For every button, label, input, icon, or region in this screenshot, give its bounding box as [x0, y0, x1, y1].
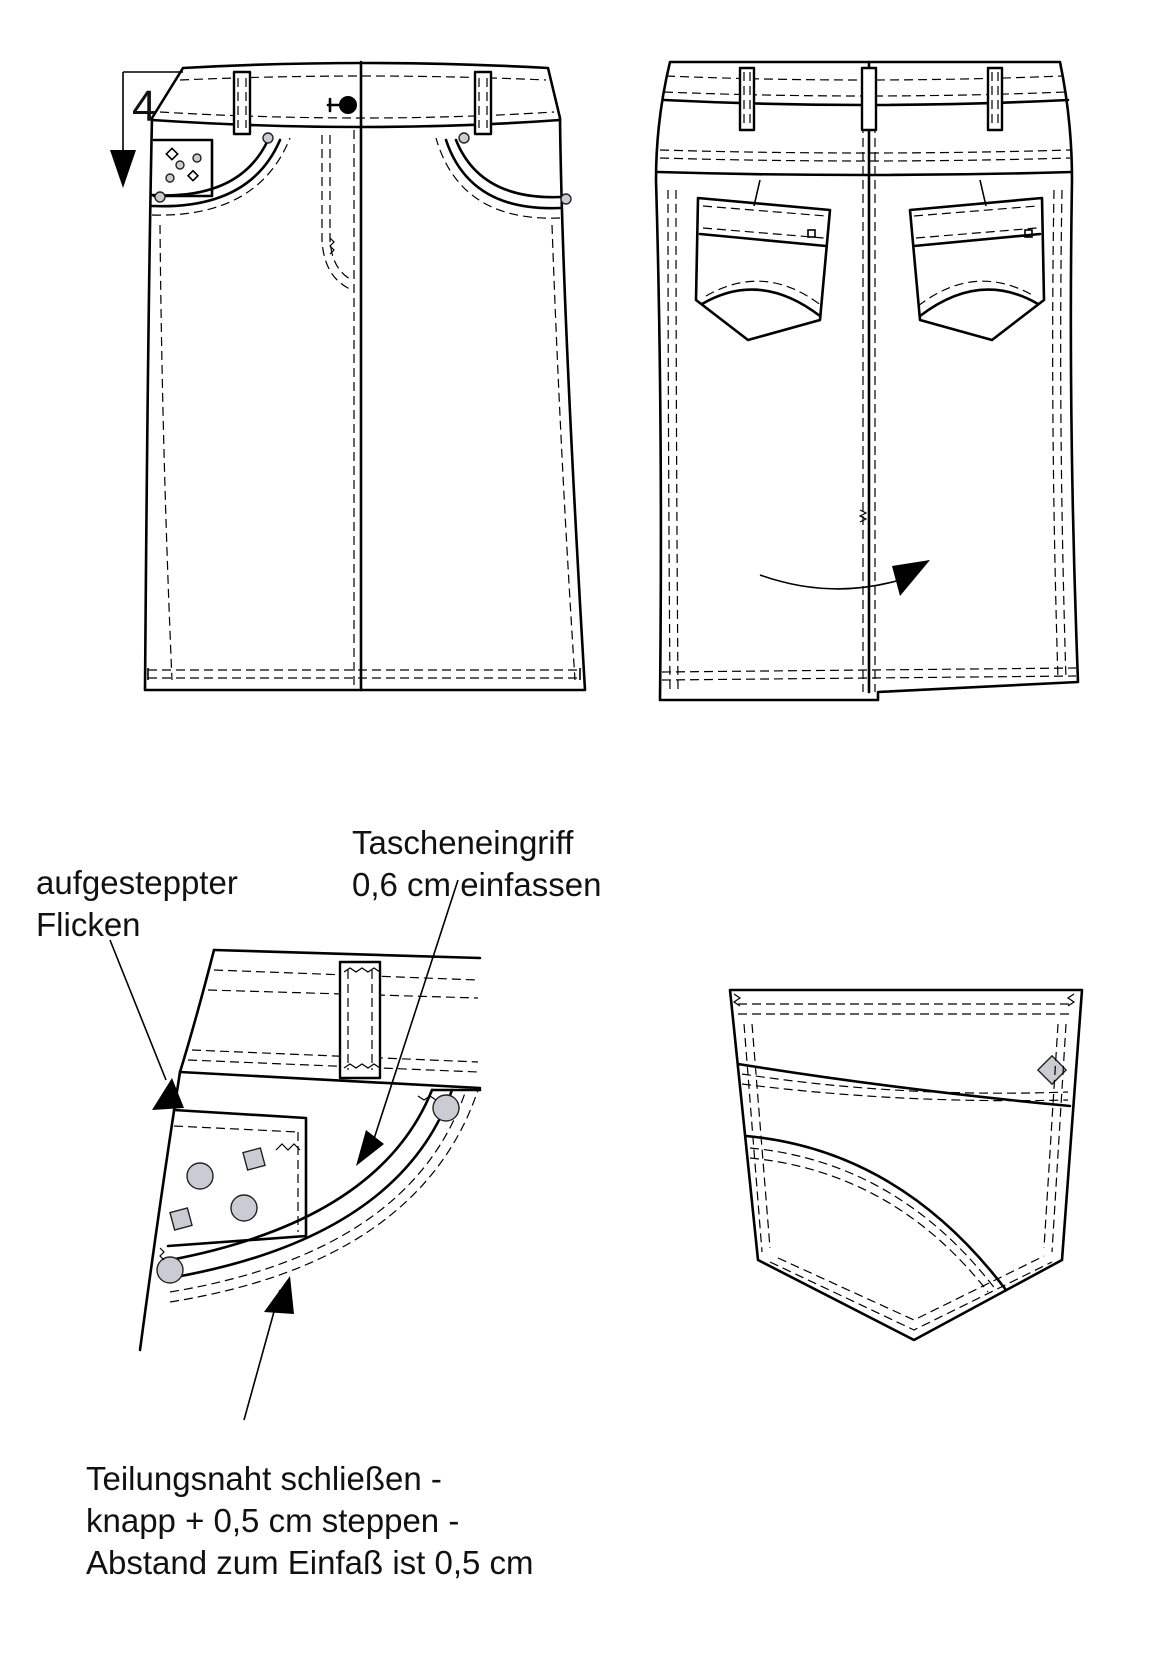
callout-seam: Teilungsnaht schließen - knapp + 0,5 cm … [86, 1458, 534, 1584]
skirt-front-view [110, 60, 587, 692]
back-pocket-detail [728, 988, 1084, 1342]
callout-patch-text: aufgesteppter Flicken [36, 864, 238, 943]
callout-pocket-opening-text: Tascheneingriff 0,6 cm einfassen [352, 824, 602, 903]
skirt-back-view [654, 60, 1080, 702]
measurement-label: 4 [132, 82, 157, 131]
callout-seam-text: Teilungsnaht schließen - knapp + 0,5 cm … [86, 1460, 534, 1581]
callout-pocket-opening: Tascheneingriff 0,6 cm einfassen [352, 822, 601, 906]
callout-patch: aufgesteppter Flicken [36, 862, 238, 946]
front-pocket-detail [109, 879, 482, 1421]
